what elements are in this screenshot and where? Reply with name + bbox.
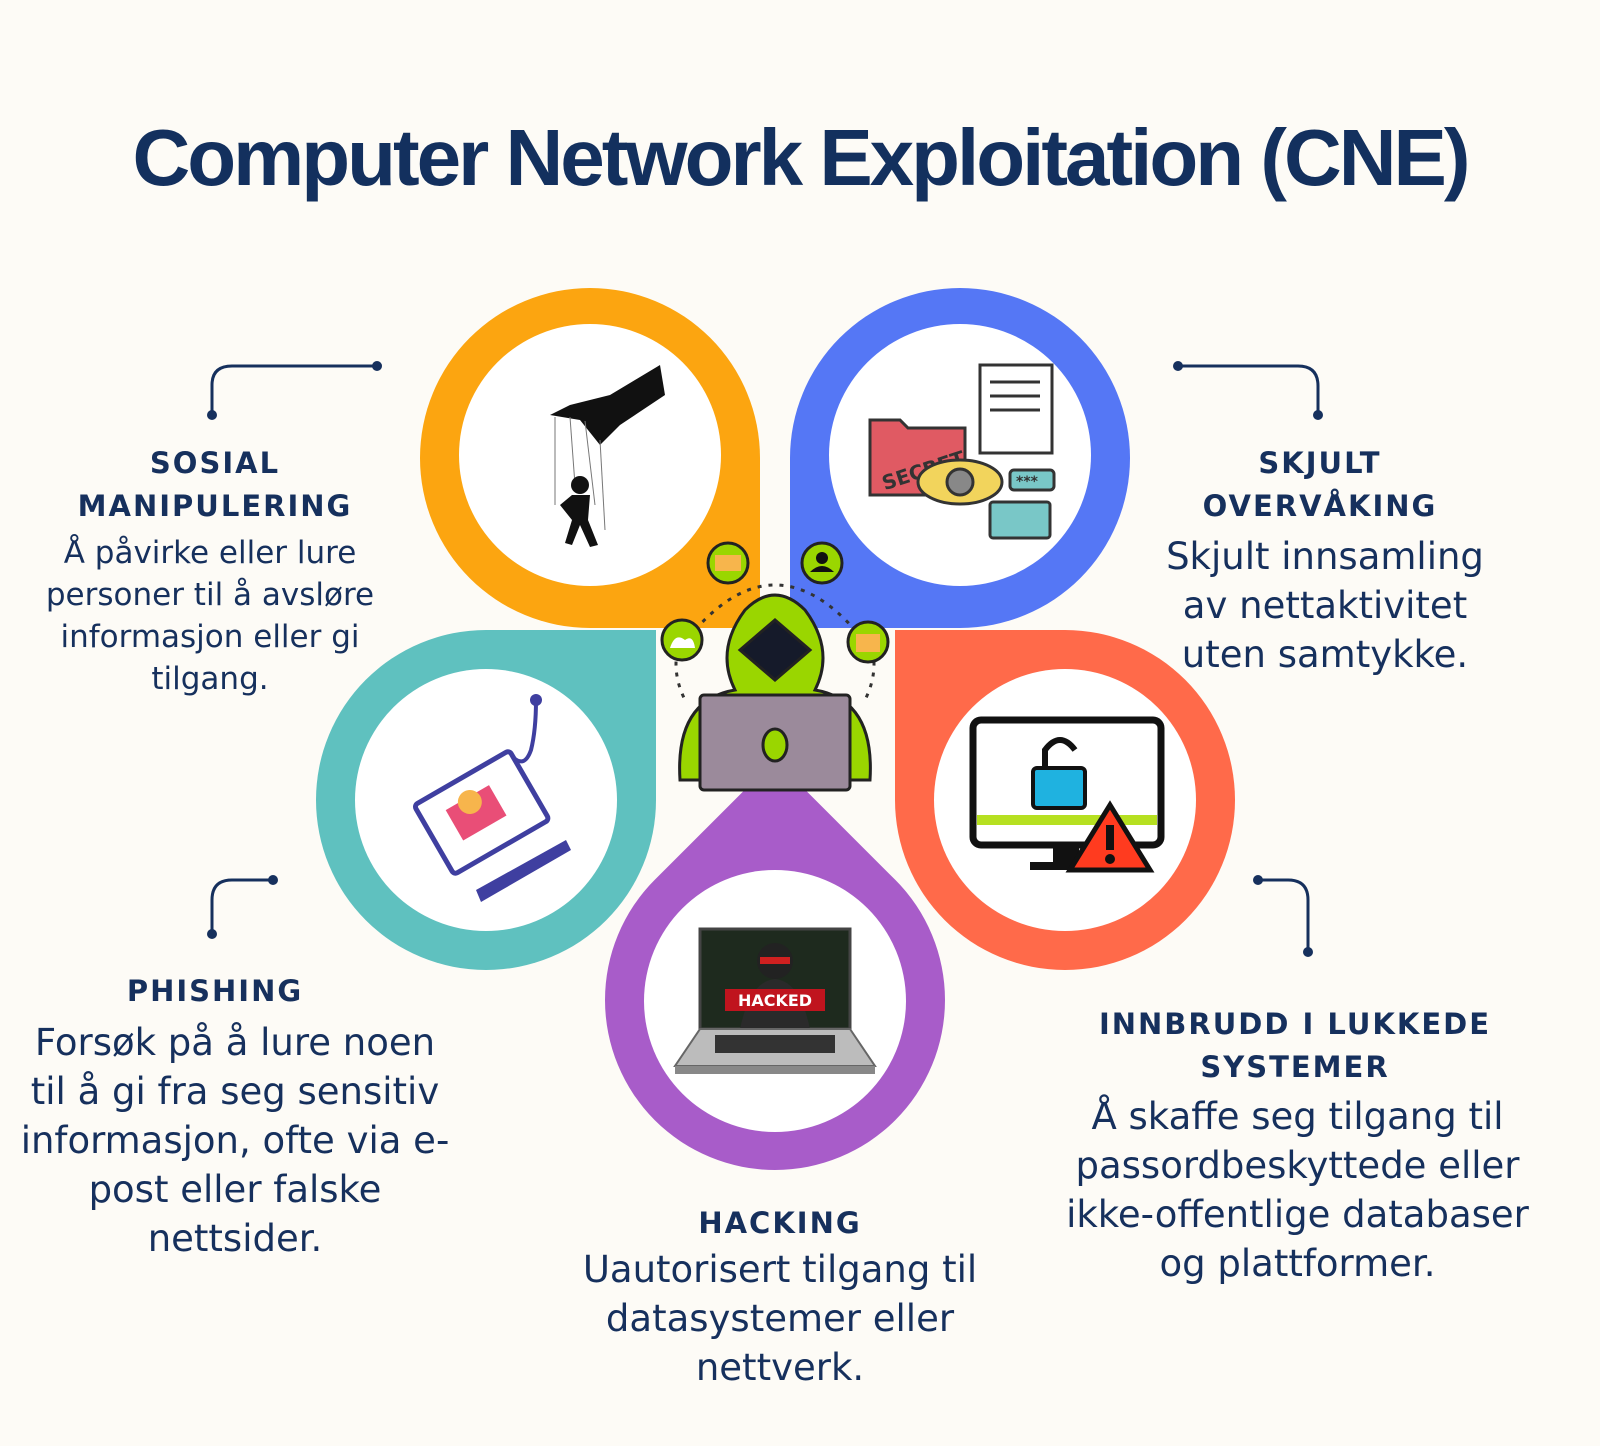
surveillance-heading: SKJULT OVERVÅKING <box>1202 446 1438 523</box>
hacker-icon <box>660 541 890 792</box>
hacking-text: Uautorisert tilgang til datasystemer ell… <box>582 1248 978 1389</box>
surveillance-connector <box>1173 361 1323 420</box>
intrusion-heading: INNBRUDD I LUKKEDE SYSTEMER <box>1098 1007 1492 1084</box>
password-mask: *** <box>1016 474 1039 490</box>
secret-surveillance-icon: SECRET *** <box>829 324 1091 586</box>
page-title: Computer Network Exploitation (CNE) <box>132 113 1470 202</box>
social-text: Å påvirke eller lure personer til å avsl… <box>45 535 375 697</box>
phishing-text: Forsøk på å lure noen til å gi fra seg s… <box>20 1021 450 1260</box>
social-heading: SOSIAL MANIPULERING <box>77 446 353 523</box>
puppet-icon <box>459 324 721 586</box>
intrusion-connector <box>1253 875 1313 957</box>
surveillance-text: Skjult innsamling av nettaktivitet uten … <box>1166 535 1484 676</box>
social-connector <box>207 361 382 420</box>
phishing-heading: PHISHING <box>126 974 304 1008</box>
phishing-connector <box>207 875 278 939</box>
phishing-laptop-icon <box>355 669 617 931</box>
intrusion-text: Å skaffe seg tilgang til passordbeskytte… <box>1066 1095 1529 1285</box>
locked-monitor-warning-icon <box>934 669 1196 931</box>
hacked-badge: HACKED <box>738 991 812 1010</box>
hacked-laptop-icon: HACKED <box>644 870 906 1132</box>
hacking-heading: HACKING <box>698 1206 862 1240</box>
